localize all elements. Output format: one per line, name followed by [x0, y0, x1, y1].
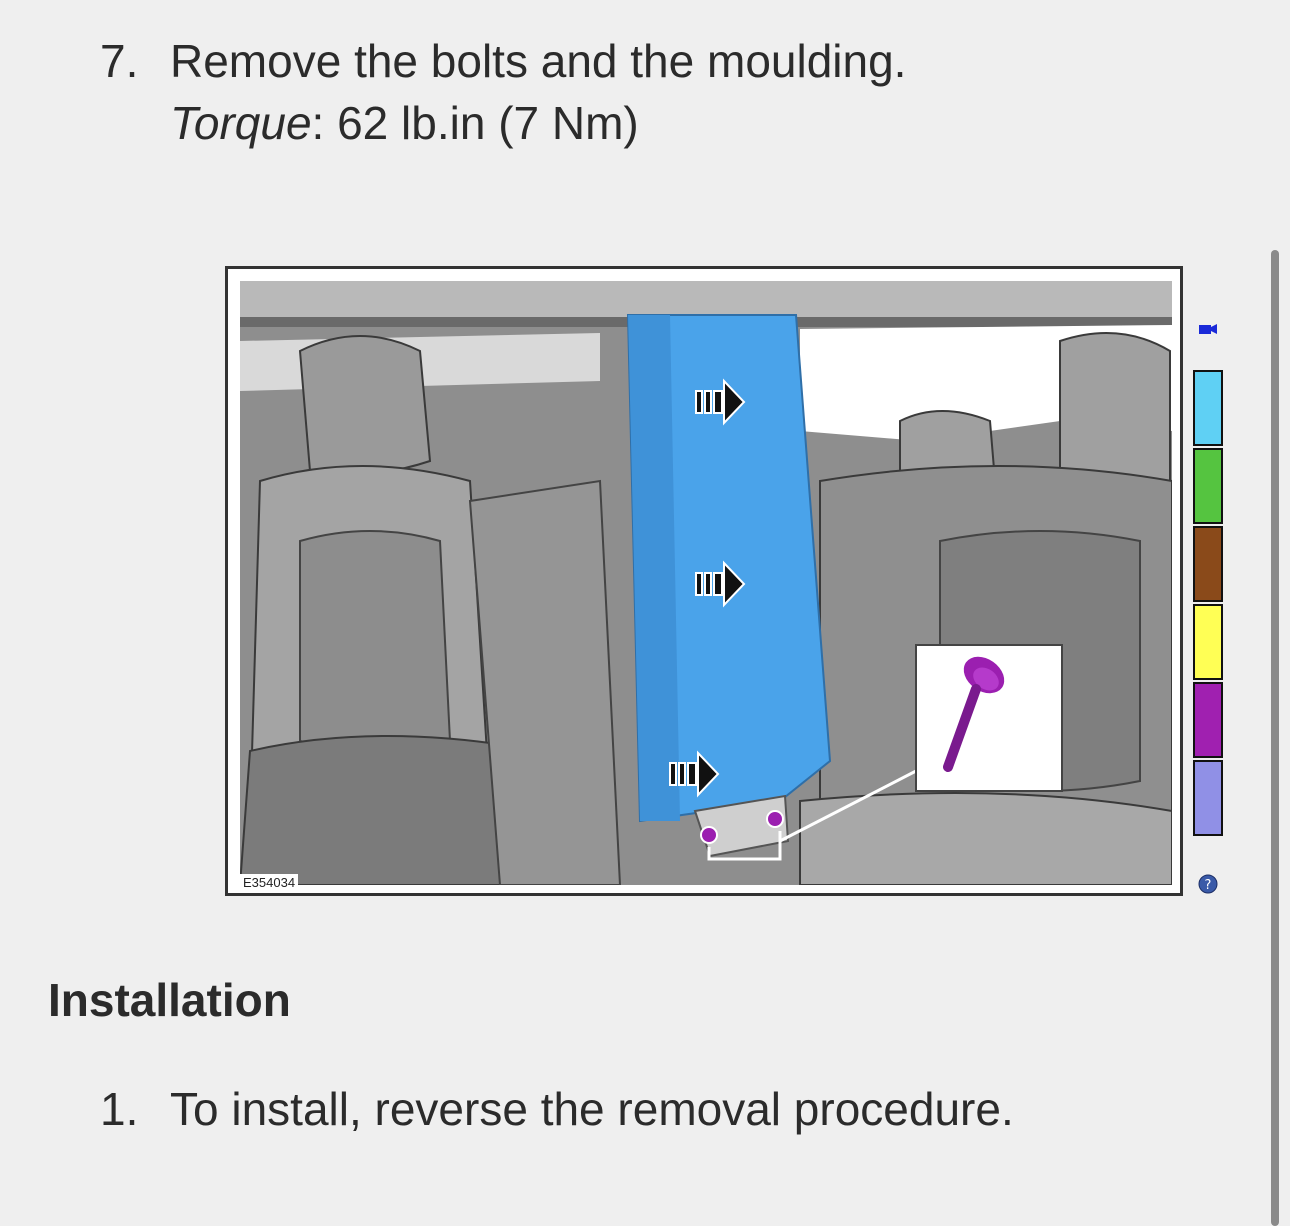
swatch-lavender: [1193, 760, 1223, 836]
bolt-1: [700, 826, 718, 844]
step-number: 1.: [100, 1083, 139, 1135]
color-key: [1193, 370, 1223, 838]
swatch-purple: [1193, 682, 1223, 758]
install-step-1: 1. To install, reverse the removal proce…: [100, 1078, 1200, 1140]
step-number: 7.: [100, 35, 139, 87]
figure-code: E354034: [240, 874, 299, 891]
bolt-2: [766, 810, 784, 828]
swatch-brown: [1193, 526, 1223, 602]
scrollbar[interactable]: [1271, 250, 1279, 1226]
swatch-green: [1193, 448, 1223, 524]
swatch-yellow: [1193, 604, 1223, 680]
arrow-icon-3: [669, 750, 720, 798]
section-heading-installation: Installation: [48, 974, 291, 1026]
camera-icon[interactable]: [1198, 322, 1218, 336]
swatch-cyan: [1193, 370, 1223, 446]
figure-illustration: [240, 281, 1172, 885]
step-text: Remove the bolts and the moulding.: [170, 35, 907, 87]
svg-text:?: ?: [1205, 878, 1212, 893]
arrow-icon-2: [695, 560, 746, 608]
procedure-figure[interactable]: E354034: [225, 266, 1183, 896]
bolt-inset: [915, 644, 1063, 792]
step-7: 7. Remove the bolts and the moulding. To…: [100, 30, 1200, 160]
step-text: To install, reverse the removal procedur…: [170, 1083, 1014, 1135]
arrow-icon-1: [695, 378, 746, 426]
torque-label: Torque: [170, 97, 312, 149]
torque-value: : 62 lb.in (7 Nm): [311, 97, 639, 149]
help-icon[interactable]: ?: [1198, 874, 1218, 894]
torque-spec: Torque: 62 lb.in (7 Nm): [170, 92, 639, 154]
